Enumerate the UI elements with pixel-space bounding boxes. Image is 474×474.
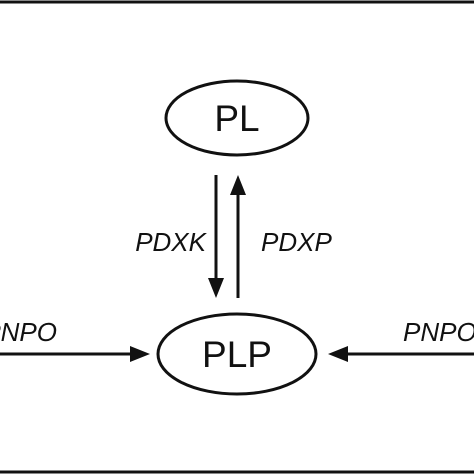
edge-pnpo-right-label: PNPO (403, 317, 474, 347)
edge-pnpo-left-arrowhead (130, 346, 150, 362)
edge-pdxp-label: PDXP (261, 227, 332, 257)
edge-pdxk-arrowhead (208, 278, 224, 298)
node-pl: PL (164, 79, 310, 157)
node-pl-label: PL (214, 98, 259, 139)
node-plp-ellipse (156, 312, 318, 396)
edge-pnpo-left: PNPO (0, 317, 150, 362)
node-pl-ellipse (164, 79, 310, 157)
edge-pdxp-arrowhead (230, 175, 246, 195)
edge-pdxk-label: PDXK (135, 227, 207, 257)
edge-pnpo-right: PNPO (328, 317, 474, 362)
edge-pnpo-left-label: PNPO (0, 317, 57, 347)
edge-pdxk: PDXK (135, 175, 224, 298)
node-plp-label: PLP (202, 334, 272, 375)
edge-pdxp: PDXP (230, 175, 332, 298)
node-plp: PLP (156, 312, 318, 396)
edge-pnpo-right-arrowhead (328, 346, 348, 362)
